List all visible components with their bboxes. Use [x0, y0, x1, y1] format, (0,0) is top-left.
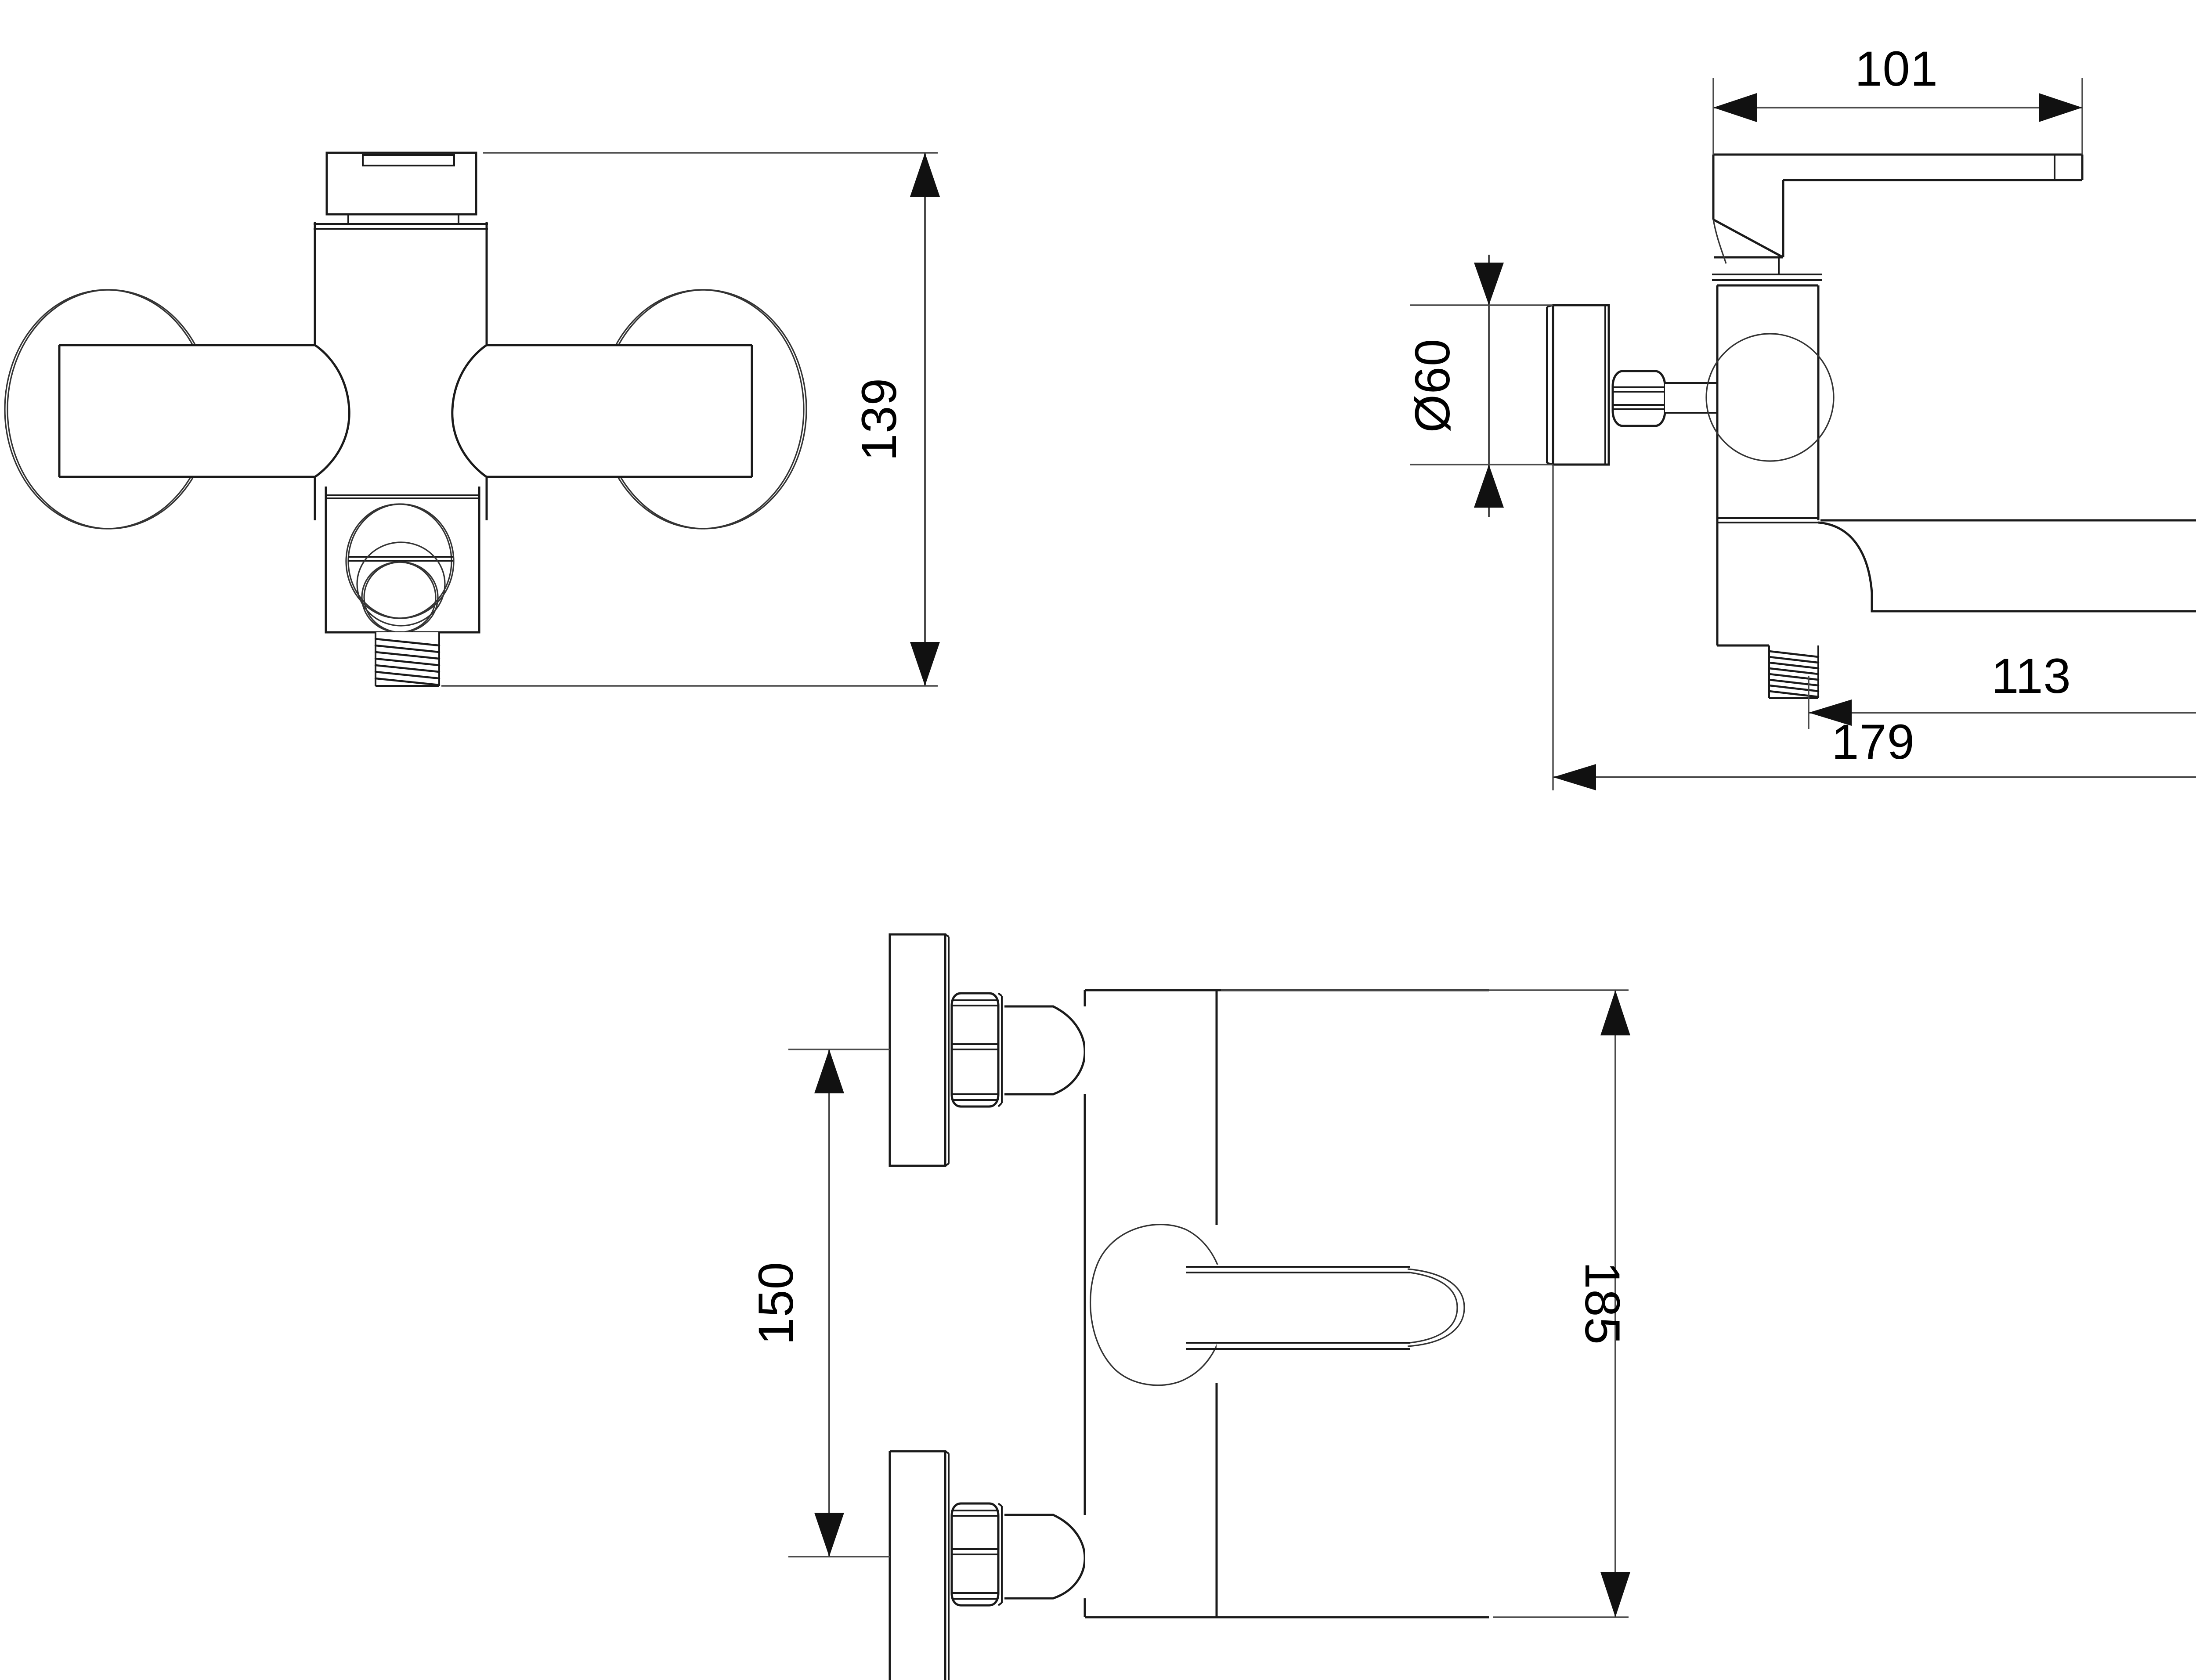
dimension-label-150: 150	[748, 1262, 803, 1345]
side-view-threaded-outlet	[1768, 645, 1820, 699]
dimension-label-113: 113	[1991, 649, 2071, 703]
top-view-lower-union-nut	[950, 1502, 1003, 1607]
dimension-label-185: 185	[1575, 1262, 1630, 1345]
top-view-lower-inlet	[1004, 1514, 1086, 1600]
top-view-upper-flange	[889, 933, 950, 1167]
top-view: 150 185	[748, 933, 1630, 1680]
side-view-body	[1716, 284, 1820, 647]
top-view-lower-flange	[889, 1450, 950, 1680]
dimension-113: 113	[1808, 649, 2196, 729]
front-view-diverter-knob	[345, 503, 455, 633]
dimension-label-d60: Ø60	[1405, 339, 1460, 433]
top-view-upper-inlet	[1004, 1005, 1086, 1096]
dimension-label-139: 139	[852, 378, 907, 461]
front-view-left-handle	[4, 289, 357, 530]
side-view-lever-handle	[1712, 153, 2084, 281]
side-view-inlet-spigot	[1665, 382, 1726, 414]
dimension-d60: Ø60	[1405, 255, 1553, 517]
side-view: 101 Ø60 113	[1405, 41, 2196, 790]
dimension-101: 101	[1712, 41, 2083, 155]
side-view-cartridge-circle	[1705, 333, 1835, 462]
front-view-body	[314, 222, 488, 520]
dimension-label-179: 179	[1831, 714, 1915, 769]
top-view-upper-union-nut	[950, 992, 1003, 1108]
side-view-spout	[1818, 519, 2196, 613]
front-view-lever-cap	[325, 151, 477, 225]
front-view-right-handle	[452, 289, 807, 530]
dimension-150: 150	[748, 1049, 890, 1557]
dimension-179: 179	[1552, 465, 2196, 790]
dimension-label-101: 101	[1855, 41, 1938, 96]
top-view-lever-handle	[1089, 1224, 1465, 1386]
front-view: 139	[4, 151, 940, 687]
dimension-185: 185	[1221, 989, 1630, 1618]
side-view-union-nut	[1611, 368, 1666, 427]
side-view-wall-flange	[1546, 304, 1610, 466]
front-view-threaded-outlet	[374, 632, 441, 687]
dimension-139: 139	[441, 152, 940, 687]
